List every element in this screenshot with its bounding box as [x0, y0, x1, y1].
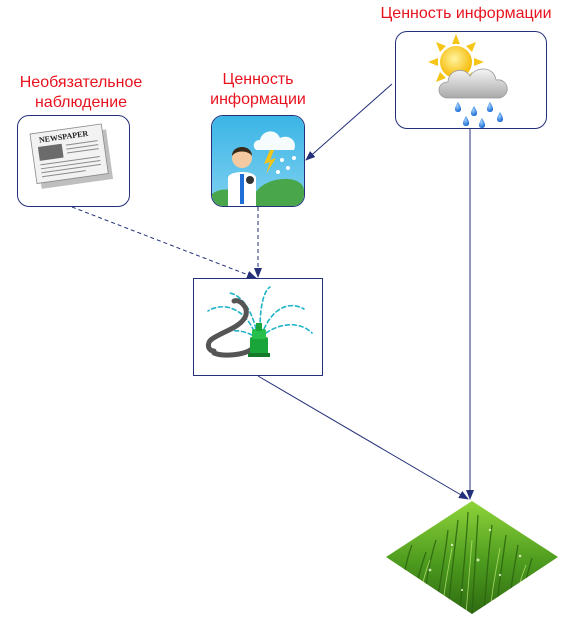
label-line: Ценность	[222, 71, 294, 88]
node-forecaster[interactable]	[211, 115, 305, 207]
label-line: наблюдение	[34, 94, 128, 111]
label-information-value-forecast: Ценность информации	[196, 70, 320, 110]
node-newspaper[interactable]: NEWSPAPER	[17, 115, 130, 207]
node-weather[interactable]	[395, 31, 547, 129]
newspaper-icon: NEWSPAPER	[29, 123, 114, 189]
label-line: Необязательное	[19, 74, 143, 91]
node-sprinkler[interactable]	[193, 278, 323, 376]
label-information-value-weather: Ценность информации	[380, 5, 552, 22]
weather-forecaster-icon	[212, 116, 304, 206]
label-line: информации	[210, 91, 306, 108]
edge-weather-to-forecast	[305, 83, 393, 161]
edge-sprinkler-to-lawn	[257, 375, 469, 500]
garden-sprinkler-icon	[205, 286, 313, 358]
edge-newspaper-to-sprinkler	[71, 206, 257, 279]
sun-behind-rain-cloud-icon	[428, 34, 508, 128]
label-optional-observation: Необязательное наблюдение	[6, 73, 156, 113]
